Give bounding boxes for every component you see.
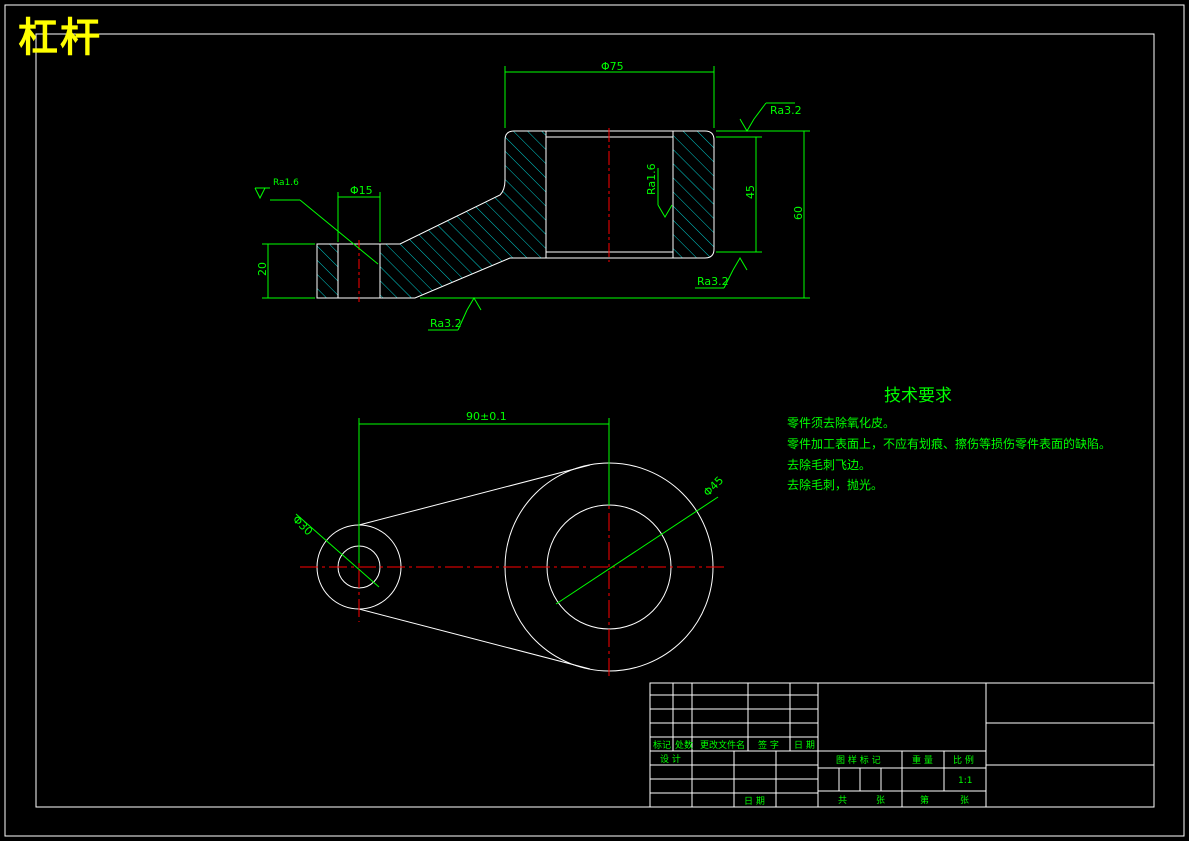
tb-doc-no: 更改文件名 bbox=[700, 739, 745, 751]
title-block bbox=[649, 682, 1155, 808]
section-dimensions bbox=[254, 66, 810, 331]
top-view-center-lines bbox=[300, 455, 724, 680]
top-view-dimension-text: 90±0.1 Φ30 Φ45 bbox=[290, 410, 726, 538]
roughness-left-hole: Ra1.6 bbox=[273, 178, 299, 188]
dim-center-distance: 90±0.1 bbox=[466, 410, 507, 423]
tb-sheet-label: 张 bbox=[876, 795, 885, 806]
dim-d15: Φ15 bbox=[350, 184, 373, 197]
tech-requirement-item: 零件须去除氧化皮。 bbox=[787, 416, 896, 430]
tb-weight: 重 量 bbox=[912, 754, 933, 766]
dim-d45: Φ45 bbox=[701, 474, 726, 499]
arm-edge-top bbox=[358, 464, 591, 526]
hatched-section bbox=[316, 130, 715, 299]
dim-h60: 60 bbox=[792, 206, 805, 220]
dim-h45: 45 bbox=[744, 185, 757, 199]
roughness-top-right: Ra3.2 bbox=[770, 104, 802, 117]
dim-h20: 20 bbox=[256, 262, 269, 276]
tb-sign: 签 字 bbox=[758, 739, 779, 751]
tech-requirements-heading: 技术要求 bbox=[884, 386, 952, 406]
tech-requirement-item: 去除毛刺飞边。 bbox=[787, 458, 872, 472]
tb-sheets-total: 共 bbox=[838, 795, 847, 806]
tb-scale-value: 1:1 bbox=[958, 776, 972, 786]
roughness-bottom-right: Ra3.2 bbox=[697, 275, 729, 288]
top-view-dimensions bbox=[295, 418, 719, 605]
tech-requirement-item: 零件加工表面上，不应有划痕、擦伤等损伤零件表面的缺陷。 bbox=[787, 437, 1112, 451]
outer-border bbox=[4, 4, 1185, 837]
dim-d75: Φ75 bbox=[601, 60, 624, 73]
tb-mark: 标记 bbox=[653, 739, 671, 751]
tech-requirement-item: 去除毛刺，抛光。 bbox=[787, 478, 884, 492]
tb-sheet-no: 第 bbox=[920, 794, 929, 806]
inner-border bbox=[35, 33, 1155, 808]
tb-scale: 比 例 bbox=[953, 754, 974, 766]
tb-stage-mark: 图 样 标 记 bbox=[836, 754, 881, 766]
tb-approve-date: 日 期 bbox=[744, 796, 765, 807]
roughness-bottom: Ra3.2 bbox=[430, 317, 462, 330]
title-block-text: 标记 处数 更改文件名 签 字 日 期 设 计 日 期 图 样 标 记 重 量 … bbox=[653, 739, 974, 807]
drawing-title: 杠杆 bbox=[18, 14, 102, 61]
section-dimension-text: Φ75 Φ15 20 45 60 Ra3.2 Ra1.6 Ra1.6 Ra3.2… bbox=[256, 60, 805, 330]
section-view bbox=[316, 128, 715, 302]
tb-design: 设 计 bbox=[660, 753, 681, 765]
tb-date: 日 期 bbox=[794, 740, 815, 751]
arm-edge-bottom bbox=[358, 608, 591, 670]
dim-d30: Φ30 bbox=[290, 513, 315, 538]
roughness-bore: Ra1.6 bbox=[645, 163, 658, 195]
tb-count: 处数 bbox=[675, 739, 693, 751]
tb-sheet-label2: 张 bbox=[960, 795, 969, 806]
